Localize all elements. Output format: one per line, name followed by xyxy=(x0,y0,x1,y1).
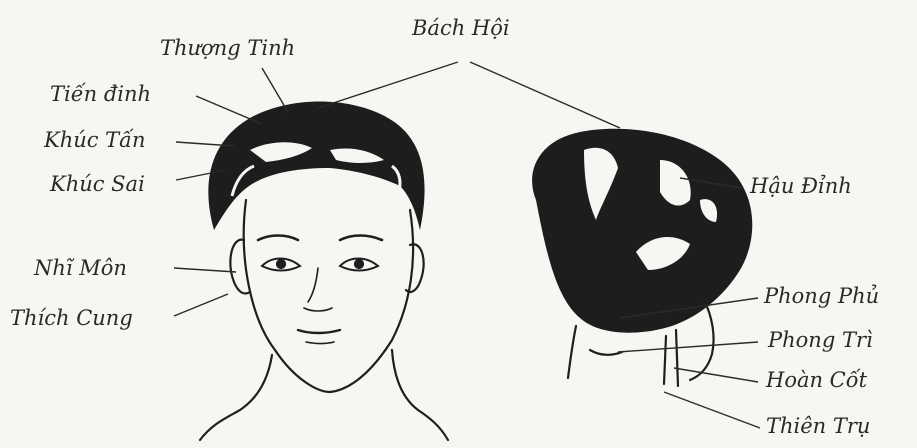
label-nhi-mon: Nhĩ Môn xyxy=(34,258,127,279)
label-hau-dinh: Hậu Đỉnh xyxy=(750,176,852,197)
leader-tien-dinh xyxy=(196,96,262,124)
leader-thich-cung xyxy=(174,294,228,316)
label-thich-cung: Thích Cung xyxy=(10,308,133,329)
leader-bach-hoi-back xyxy=(470,62,620,128)
label-tien-dinh: Tiến đinh xyxy=(50,84,151,105)
leader-nhi-mon xyxy=(174,268,236,272)
back-head-drawing xyxy=(532,129,752,386)
leader-bach-hoi-front xyxy=(318,62,458,108)
label-hoan-cot: Hoàn Cốt xyxy=(766,370,867,391)
front-hair xyxy=(208,102,424,231)
label-phong-phu: Phong Phủ xyxy=(764,286,879,307)
label-thien-tru: Thiên Trụ xyxy=(766,416,870,437)
front-head-drawing xyxy=(200,200,448,440)
leader-hoan-cot xyxy=(674,368,758,382)
label-khuc-sai: Khúc Sai xyxy=(50,174,145,195)
label-bach-hoi: Bách Hội xyxy=(412,18,510,39)
label-khuc-tan: Khúc Tấn xyxy=(44,130,146,151)
leader-thuong-tinh xyxy=(262,68,288,112)
leader-phong-tri xyxy=(618,342,758,352)
label-phong-tri: Phong Trì xyxy=(768,330,873,351)
label-thuong-tinh: Thượng Tinh xyxy=(160,38,295,59)
leader-thien-tru xyxy=(664,392,760,428)
